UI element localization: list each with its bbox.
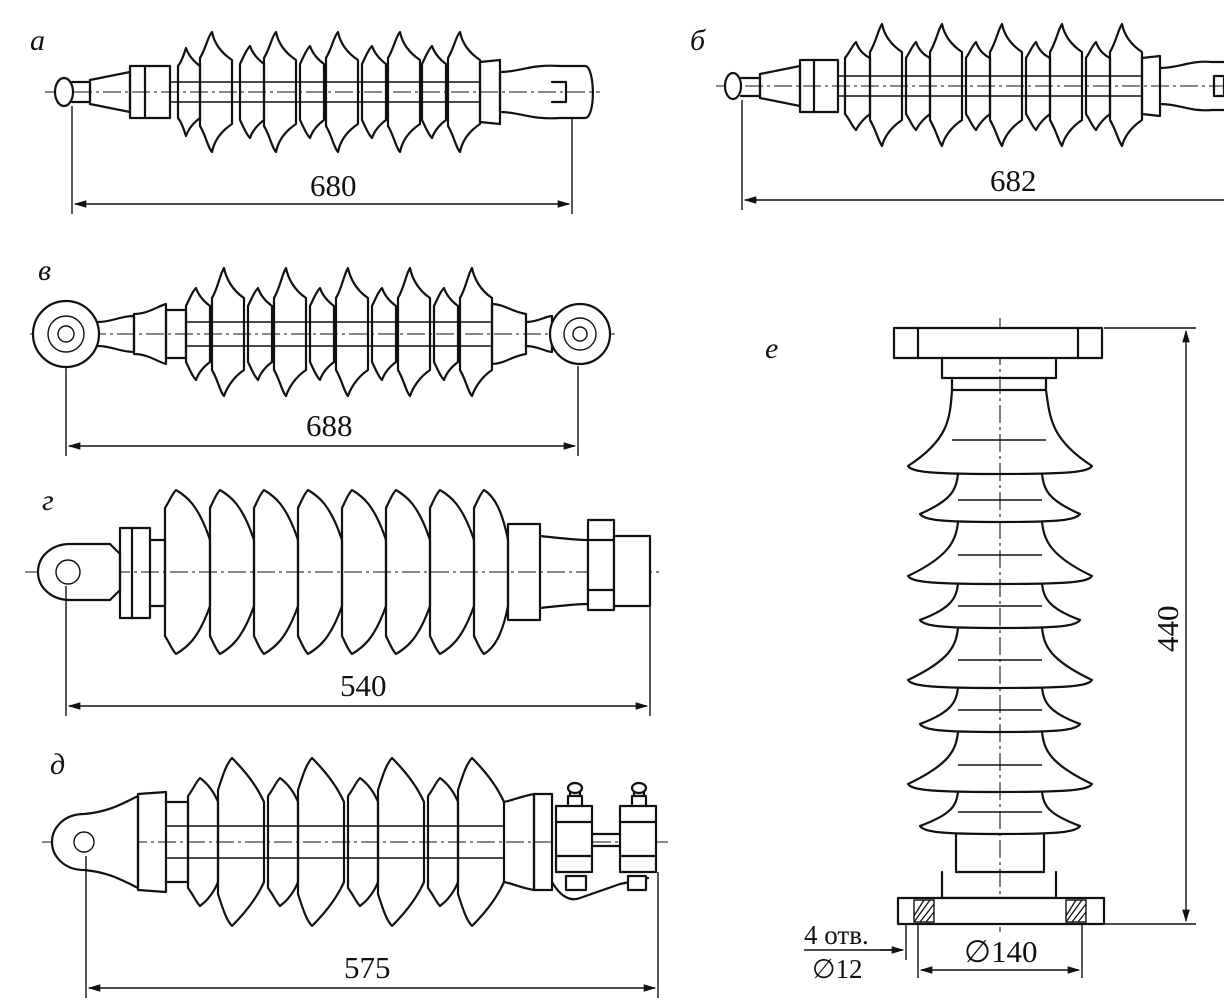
hatch-right	[1065, 899, 1087, 923]
label-g: г	[42, 484, 54, 517]
label-v: в	[38, 254, 51, 287]
label-e: е	[765, 332, 778, 365]
dim-e-holes-count: 4 отв.	[804, 920, 869, 950]
sheds-b	[843, 22, 1144, 148]
dim-e-height: 440	[1150, 606, 1185, 653]
label-a: а	[30, 24, 45, 57]
label-d: д	[50, 748, 65, 781]
insulator-a: а 680	[30, 24, 600, 214]
dim-b: 682	[990, 163, 1037, 198]
dim-a: 680	[310, 168, 357, 203]
insulator-e: е	[765, 318, 1196, 984]
insulator-g: г 540	[25, 484, 660, 716]
dim-g: 540	[340, 668, 387, 703]
dim-v: 688	[306, 408, 353, 443]
sheds-e	[906, 388, 1094, 836]
insulator-b: б 682	[690, 22, 1224, 210]
insulator-v: в 688	[30, 254, 615, 456]
insulator-d: д 575	[42, 748, 668, 998]
label-b: б	[690, 24, 706, 57]
hatch-left	[913, 899, 935, 923]
sheds-a	[176, 30, 482, 154]
dim-d: 575	[344, 950, 391, 985]
dim-e-diameter: ∅140	[964, 934, 1038, 969]
dim-e-holes-diameter: ∅12	[812, 954, 863, 984]
sheds-v	[184, 266, 494, 398]
